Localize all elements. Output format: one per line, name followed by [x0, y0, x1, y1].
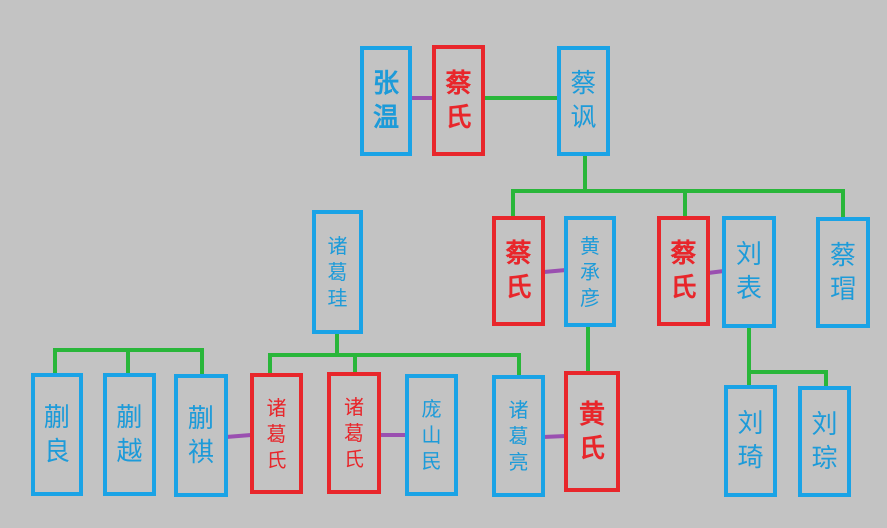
person-name-char: 良 — [43, 436, 70, 467]
person-name-char: 葛 — [344, 421, 364, 445]
person-name: 蔡 — [570, 69, 597, 99]
person-name-char: 祺 — [187, 437, 214, 468]
person-cai-shi-top: 蔡 氏 — [432, 45, 485, 156]
person-kuai-liang: 蒯 良 — [31, 373, 83, 496]
person-name-char: 珪 — [327, 286, 348, 310]
person-huang-chengyan: 黄 承彦 — [564, 216, 616, 327]
person-name: 庞 — [421, 397, 442, 421]
person-name: 黄 — [578, 399, 605, 430]
person-zhuge-shi-1: 诸 葛氏 — [250, 373, 303, 494]
person-kuai-yue: 蒯 越 — [103, 373, 156, 496]
person-name-char: 表 — [735, 274, 762, 304]
person-zhuge-liang: 诸 葛亮 — [492, 375, 545, 497]
person-name-char: 氏 — [266, 447, 287, 472]
person-name: 蔡 — [829, 240, 856, 271]
person-name: 刘 — [737, 409, 764, 439]
person-name: 蒯 — [187, 403, 214, 434]
person-huang-shi: 黄 氏 — [564, 371, 620, 492]
person-name: 刘 — [811, 409, 838, 440]
person-name: 黄 — [580, 233, 600, 258]
person-name-char: 琮 — [811, 443, 838, 474]
person-cai-shi-mid: 蔡 氏 — [492, 216, 545, 326]
person-name: 诸 — [266, 395, 287, 420]
person-name-char: 琦 — [737, 443, 764, 473]
person-liu-biao: 刘 表 — [722, 216, 776, 328]
person-name-char: 承 — [580, 259, 600, 284]
person-kuai-qi: 蒯 祺 — [174, 374, 228, 497]
person-cai-feng: 蔡 讽 — [557, 46, 610, 156]
person-name-char: 亮 — [508, 450, 529, 474]
person-name-char: 葛 — [508, 424, 529, 448]
person-name: 诸 — [344, 395, 364, 419]
person-name-char: 葛 — [327, 260, 348, 284]
person-name-char: 山 — [421, 423, 442, 447]
person-zhang-wen: 张 温 — [360, 46, 412, 156]
person-liu-qi: 刘 琦 — [724, 385, 777, 497]
person-zhuge-gui: 诸 葛珪 — [312, 210, 363, 334]
person-name: 蔡 — [445, 68, 472, 99]
person-name-char: 温 — [372, 103, 399, 133]
person-name: 蔡 — [670, 239, 697, 269]
person-name-char: 氏 — [505, 273, 532, 303]
person-name-char: 民 — [421, 449, 442, 473]
person-name-char: 葛 — [266, 421, 287, 446]
person-name-char: 氏 — [670, 273, 697, 303]
person-name: 诸 — [508, 398, 529, 422]
person-cai-mao: 蔡 瑁 — [816, 217, 870, 328]
person-name: 刘 — [735, 240, 762, 270]
person-zhuge-shi-2: 诸 葛氏 — [327, 372, 381, 494]
person-liu-zong: 刘 琮 — [798, 386, 851, 497]
person-cai-shi-right: 蔡 氏 — [657, 216, 710, 326]
person-pang-shanmin: 庞 山民 — [405, 374, 458, 496]
marriage-lines — [224, 96, 726, 439]
person-name-char: 瑁 — [829, 274, 856, 305]
person-name-char: 彦 — [580, 285, 600, 310]
person-name: 蒯 — [116, 402, 143, 433]
person-name: 蔡 — [505, 239, 532, 269]
person-name-char: 越 — [116, 436, 143, 467]
person-name-char: 讽 — [570, 103, 597, 133]
person-name-char: 氏 — [344, 447, 364, 471]
person-name-char: 氏 — [445, 102, 472, 133]
person-name: 诸 — [327, 234, 348, 258]
person-name-char: 氏 — [578, 433, 605, 464]
descent-lines — [53, 96, 845, 389]
person-name: 张 — [372, 69, 399, 99]
person-name: 蒯 — [43, 402, 70, 433]
